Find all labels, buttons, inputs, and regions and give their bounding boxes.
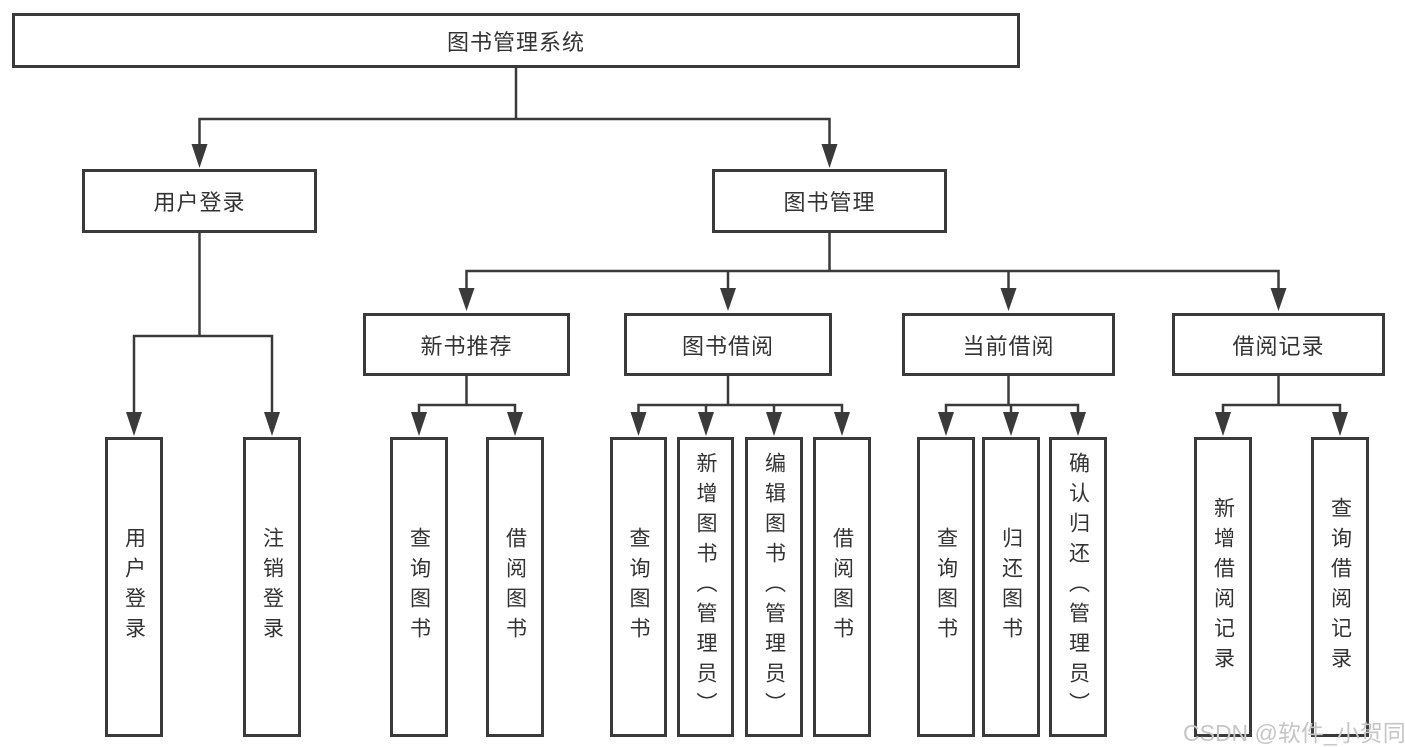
connector-root-bracket — [198, 117, 831, 146]
leaf-label: 编辑图书（管理员） — [762, 452, 786, 722]
node-label: 当前借阅 — [962, 333, 1055, 359]
leaf-query-borrow-record: 查询借阅记录 — [1311, 437, 1369, 737]
node-label: 图书管理系统 — [446, 29, 585, 55]
connector-records-bracket — [1221, 403, 1342, 414]
connector-borrow-drops — [704, 405, 776, 414]
leaf-add-borrow-record: 新增借阅记录 — [1194, 437, 1252, 737]
leaf-return-book: 归还图书 — [982, 437, 1040, 737]
node-label: 图书借阅 — [681, 333, 774, 359]
leaf-label: 归还图书 — [999, 527, 1023, 647]
connector-mgmt-bracket — [465, 269, 1280, 290]
connector-mgmt-drops — [726, 271, 1010, 290]
leaf-confirm-return-admin: 确认归还（管理员） — [1049, 437, 1107, 737]
connector-recommend-bracket — [417, 403, 517, 414]
leaf-label: 借阅图书 — [830, 527, 854, 647]
node-label: 用户登录 — [153, 190, 246, 215]
leaf-query-book-borrow: 查询图书 — [610, 437, 667, 737]
leaf-user-login: 用户登录 — [105, 437, 163, 737]
leaf-label: 注销登录 — [260, 527, 284, 647]
node-book-management: 图书管理 — [712, 169, 947, 233]
csdn-watermark: CSDN @软件_小贺同学 — [1183, 720, 1405, 746]
leaf-label: 查询图书 — [407, 527, 431, 647]
node-borrow-records: 借阅记录 — [1172, 313, 1385, 376]
leaf-borrow-book: 借阅图书 — [813, 437, 871, 737]
connector-current-bracket — [944, 403, 1080, 414]
leaf-label: 查询借阅记录 — [1328, 497, 1352, 677]
leaf-label: 查询图书 — [934, 527, 958, 647]
leaf-label: 新增图书（管理员） — [694, 452, 717, 722]
leaf-logout: 注销登录 — [243, 437, 301, 737]
leaf-label: 借阅图书 — [503, 527, 527, 647]
node-current-borrow: 当前借阅 — [902, 313, 1115, 376]
node-user-login: 用户登录 — [82, 169, 317, 233]
connector-login-bracket — [132, 334, 274, 414]
leaf-borrow-book-recommend: 借阅图书 — [486, 437, 544, 737]
node-label: 图书管理 — [783, 190, 876, 215]
leaf-label: 用户登录 — [122, 527, 146, 647]
node-library-management-system: 图书管理系统 — [12, 13, 1020, 68]
node-new-book-recommend: 新书推荐 — [363, 313, 570, 376]
leaf-label: 确认归还（管理员） — [1066, 452, 1090, 722]
leaf-label: 查询图书 — [627, 527, 650, 647]
leaf-query-book-current: 查询图书 — [917, 437, 975, 737]
leaf-edit-book-admin: 编辑图书（管理员） — [745, 437, 803, 737]
node-label: 借阅记录 — [1232, 333, 1325, 359]
connector-borrow-bracket — [637, 403, 844, 414]
leaf-query-book-recommend: 查询图书 — [390, 437, 448, 737]
leaf-add-book-admin: 新增图书（管理员） — [677, 437, 734, 737]
node-label: 新书推荐 — [420, 333, 513, 359]
leaf-label: 新增借阅记录 — [1211, 497, 1235, 677]
node-book-borrow: 图书借阅 — [624, 313, 832, 376]
